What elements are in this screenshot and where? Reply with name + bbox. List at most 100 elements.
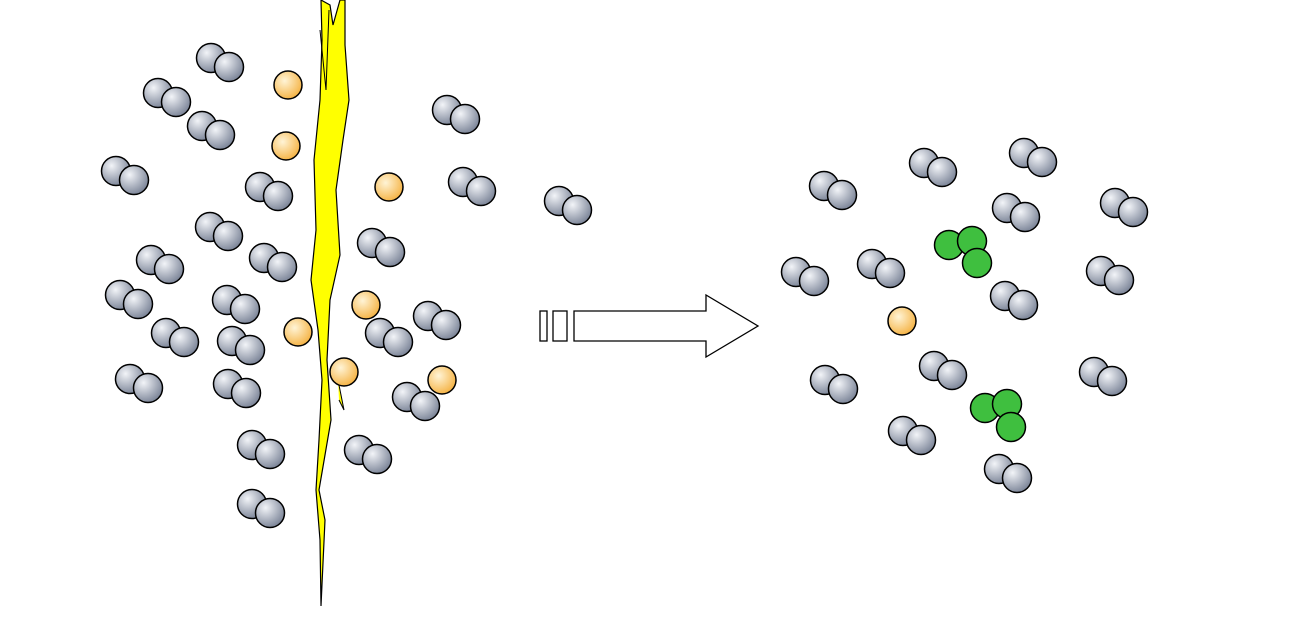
diatomic-molecule: [887, 415, 937, 456]
molecule-atom: [409, 390, 441, 422]
molecule-atom: [449, 103, 481, 135]
molecule-atom: [1001, 462, 1033, 494]
diatomic-molecule: [918, 350, 968, 391]
molecule-atom: [961, 247, 993, 279]
diatomic-molecule: [104, 279, 154, 320]
molecule-atom: [254, 438, 286, 470]
molecule-atom: [1007, 289, 1039, 321]
diatomic-molecule: [142, 77, 192, 118]
molecule-atom: [230, 377, 262, 409]
left-atom-cluster: [271, 70, 457, 395]
molecule-atom: [132, 372, 164, 404]
diatomic-molecule: [194, 211, 244, 252]
molecule-atom: [153, 253, 185, 285]
molecule-atom: [266, 251, 298, 283]
right-molecule-cluster: [780, 137, 1149, 494]
molecule-atom: [826, 179, 858, 211]
molecule-atom: [262, 180, 294, 212]
left-molecule-cluster: [100, 42, 593, 529]
diatomic-molecule: [991, 192, 1041, 233]
molecule-atom: [874, 257, 906, 289]
molecule-atom: [361, 443, 393, 475]
single-atom: [271, 131, 301, 161]
diatomic-molecule: [856, 248, 906, 289]
diatomic-molecule: [364, 317, 414, 358]
molecule-atom: [160, 86, 192, 118]
molecule-atom: [798, 265, 830, 297]
molecule-atom: [1096, 365, 1128, 397]
diatomic-molecule: [908, 147, 958, 188]
molecule-atom: [561, 194, 593, 226]
molecule-atom: [122, 288, 154, 320]
molecule-atom: [995, 411, 1027, 443]
molecule-atom: [213, 51, 245, 83]
lightning-spike: [337, 379, 345, 411]
diatomic-molecule: [195, 42, 245, 83]
diatomic-molecule: [391, 381, 441, 422]
molecule-atom: [234, 334, 266, 366]
molecule-atom: [936, 359, 968, 391]
diatomic-molecule: [431, 94, 481, 135]
single-atom: [374, 172, 404, 202]
single-atom: [427, 365, 457, 395]
diatomic-molecule: [1078, 356, 1128, 397]
diatomic-molecule: [808, 170, 858, 211]
triatomic-molecule: [933, 225, 993, 279]
diatomic-molecule: [983, 453, 1033, 494]
single-atom: [887, 306, 917, 336]
molecule-atom: [382, 326, 414, 358]
molecule-atom: [204, 119, 236, 151]
molecule-atom: [1103, 264, 1135, 296]
diatomic-molecule: [412, 300, 462, 341]
diatomic-molecule: [114, 363, 164, 404]
molecule-atom: [1117, 196, 1149, 228]
diatomic-molecule: [1085, 255, 1135, 296]
single-atom: [273, 70, 303, 100]
diatomic-molecule: [186, 110, 236, 151]
diatomic-molecule: [1099, 187, 1149, 228]
lightning-bolt-body: [310, 0, 350, 607]
single-atom: [351, 290, 381, 320]
triatomic-molecule: [969, 388, 1027, 443]
diatomic-molecule: [216, 325, 266, 366]
molecule-atom: [430, 309, 462, 341]
diatomic-molecule: [150, 317, 200, 358]
single-atom: [329, 357, 359, 387]
molecule-atom: [905, 424, 937, 456]
diatomic-molecule: [100, 155, 150, 196]
lightning-spike: [319, 9, 330, 91]
block-arrow-icon: [539, 293, 760, 359]
molecule-atom: [827, 373, 859, 405]
molecule-atom: [465, 175, 497, 207]
diatomic-molecule: [248, 242, 298, 283]
arrow-body: [573, 293, 760, 359]
diatomic-molecule: [543, 185, 593, 226]
lightning-bolt-icon: [310, 0, 350, 607]
arrow-tail-bar: [552, 310, 568, 342]
diatomic-molecule: [211, 284, 261, 325]
arrow-tail-bar: [539, 310, 548, 342]
diatomic-molecule: [356, 227, 406, 268]
molecule-atom: [254, 497, 286, 529]
diatomic-molecule: [212, 368, 262, 409]
diatomic-molecule: [447, 166, 497, 207]
single-atom: [283, 317, 313, 347]
molecule-atom: [374, 236, 406, 268]
molecule-atom: [926, 156, 958, 188]
diatomic-molecule: [809, 364, 859, 405]
molecule-atom: [212, 220, 244, 252]
diatomic-molecule: [236, 488, 286, 529]
diatomic-molecule: [780, 256, 830, 297]
molecule-atom: [1026, 146, 1058, 178]
diatomic-molecule: [343, 434, 393, 475]
molecule-atom: [229, 293, 261, 325]
diatomic-molecule: [989, 280, 1039, 321]
molecule-atom: [118, 164, 150, 196]
diatomic-molecule: [1008, 137, 1058, 178]
diatomic-molecule: [236, 429, 286, 470]
diatomic-molecule: [135, 244, 185, 285]
molecule-atom: [1009, 201, 1041, 233]
diatomic-molecule: [244, 171, 294, 212]
